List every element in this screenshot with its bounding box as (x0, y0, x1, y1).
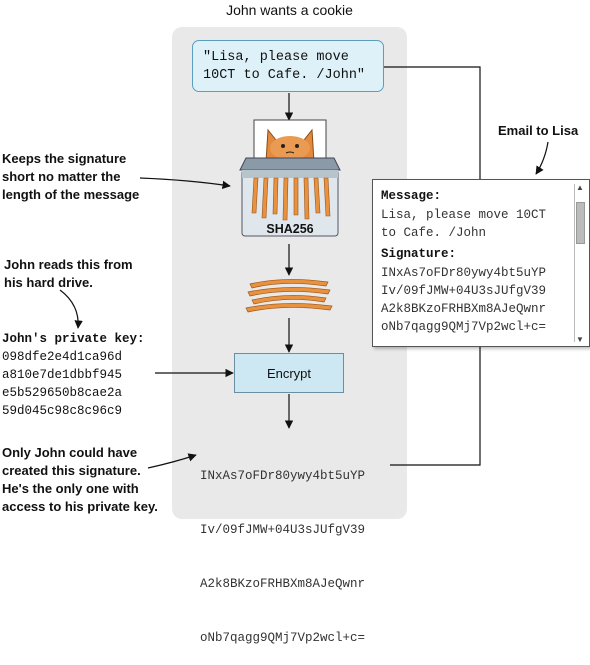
message-box: "Lisa, please move 10CT to Cafe. /John" (192, 40, 384, 92)
message-line-1: "Lisa, please move (203, 50, 349, 65)
private-key-block: John's private key: 098dfe2e4d1ca96d a81… (2, 330, 145, 420)
pointer-email-label (535, 141, 549, 175)
scroll-up-icon[interactable]: ▲ (576, 183, 584, 192)
signature-line-2: Iv/09fJMW+04U3sJUfgV39 (200, 523, 366, 537)
email-label: Email to Lisa (498, 123, 579, 138)
message-line-2: 10CT to Cafe. /John" (203, 68, 366, 83)
arrow-message-to-email (384, 66, 485, 200)
email-message-line-1: Lisa, please move 10CT (381, 208, 547, 222)
arrow-signature-to-email (390, 336, 485, 466)
hash-shreds-icon (245, 279, 333, 313)
email-signature-line-3: A2k8BKzoFRHBXm8AJeQwnr (381, 302, 547, 316)
note-short-signature: Keeps the signature short no matter the … (2, 151, 140, 202)
private-key-label: John's private key: (2, 332, 145, 346)
private-key-line-2: a810e7de1dbbf945 (2, 368, 123, 382)
email-signature-line-4: oNb7qagg9QMj7Vp2wcl+c= (381, 320, 547, 334)
signature-line-1: INxAs7oFDr80ywy4bt5uYP (200, 469, 366, 483)
email-window: Message: Lisa, please move 10CT to Cafe.… (372, 179, 590, 347)
email-signature-heading: Signature: (381, 247, 457, 261)
private-key-line-3: e5b529650b8cae2a (2, 386, 123, 400)
email-message-heading: Message: (381, 189, 442, 203)
signature-line-4: oNb7qagg9QMj7Vp2wcl+c= (200, 631, 366, 645)
email-scrollbar[interactable]: ▲ ▼ (574, 183, 586, 344)
sha256-label: SHA256 (266, 222, 314, 236)
email-signature-line-2: Iv/09fJMW+04U3sJUfgV39 (381, 284, 547, 298)
connector-lines (59, 66, 549, 469)
pointer-short-signature (139, 177, 231, 190)
scroll-down-icon[interactable]: ▼ (576, 335, 584, 344)
shredder-icon (239, 157, 341, 237)
email-signature-line-1: INxAs7oFDr80ywy4bt5uYP (381, 266, 547, 280)
diagram-title: John wants a cookie (226, 2, 353, 18)
sha256-shredder (239, 119, 341, 237)
pointer-only-john (147, 453, 197, 469)
encrypt-box: Encrypt (234, 353, 344, 393)
note-reads-key: John reads this from his hard drive. (4, 257, 133, 290)
scroll-thumb[interactable] (576, 202, 585, 244)
private-key-line-1: 098dfe2e4d1ca96d (2, 350, 123, 364)
signature-output: INxAs7oFDr80ywy4bt5uYP Iv/09fJMW+04U3sJU… (200, 431, 365, 665)
signature-line-3: A2k8BKzoFRHBXm8AJeQwnr (200, 577, 366, 591)
note-only-john: Only John could have created this signat… (2, 445, 158, 514)
email-message-line-2: to Cafe. /John (381, 226, 487, 240)
pointer-reads-key (59, 289, 83, 329)
private-key-line-4: 59d045c98c8c96c9 (2, 404, 123, 418)
